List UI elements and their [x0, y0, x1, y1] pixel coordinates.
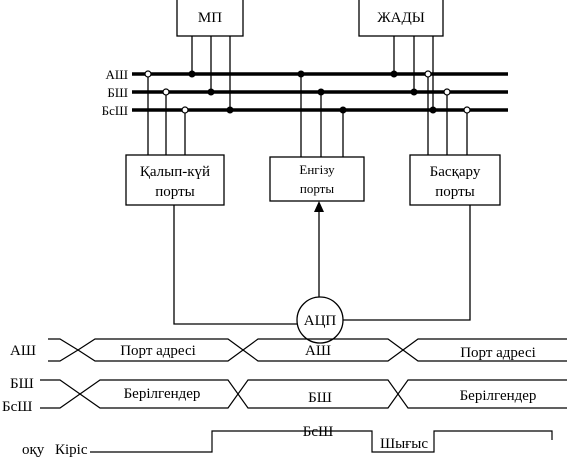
input-port-block: Енгізу порты: [269, 156, 365, 202]
input-port-connections: [297, 70, 347, 157]
timing-data-row: БШ БсШ Берілгендер БШ Берілгендер: [2, 376, 567, 415]
control-port-block: Басқару порты: [409, 154, 501, 206]
status-port-label-line2: порты: [155, 184, 194, 200]
adc-block: АЦП: [296, 296, 344, 344]
timing-data-label-1: БШ: [10, 376, 34, 392]
control-bus-label: БсШ: [102, 103, 128, 118]
timing-data-segment-2: БШ: [308, 390, 332, 406]
control-port-label-line1: Басқару: [430, 164, 481, 180]
timing-address-row: АШ Порт адресі АШ Порт адресі: [10, 338, 567, 362]
timing-data-segment-1: Берілгендер: [124, 386, 201, 402]
timing-control-label-read: оқу: [22, 442, 45, 457]
status-port-label-line1: Қалып-күй: [140, 164, 210, 180]
control-port-connections: [424, 70, 471, 155]
timing-control-row: оқу Кіріс БсШ Шығыс: [22, 424, 553, 457]
mp-block: МП: [176, 0, 244, 37]
timing-data-label-2: БсШ: [2, 399, 32, 415]
control-port-label-line2: порты: [435, 184, 474, 200]
status-port-block: Қалып-күй порты: [125, 154, 225, 206]
address-bus-label: АШ: [105, 67, 128, 82]
timing-control-output-label: Шығыс: [380, 436, 428, 452]
timing-address-label: АШ: [10, 343, 36, 359]
timing-data-segment-3: Берілгендер: [460, 388, 537, 404]
adc-label: АЦП: [304, 313, 337, 329]
input-port-label-line2: порты: [300, 181, 334, 196]
timing-address-segment-3: Порт адресі: [460, 345, 536, 361]
memory-label: ЖАДЫ: [377, 10, 425, 26]
adc-wiring: [173, 201, 471, 325]
timing-address-segment-2: АШ: [305, 343, 331, 359]
mp-label: МП: [198, 10, 222, 26]
adc-to-input-arrow: [314, 201, 324, 212]
input-port-label-line1: Енгізу: [299, 162, 335, 177]
timing-control-label-input: Кіріс: [55, 442, 88, 457]
data-bus-label: БШ: [107, 85, 128, 100]
timing-control-center-label: БсШ: [303, 424, 333, 440]
memory-block: ЖАДЫ: [358, 0, 444, 37]
address-bus: АШ: [105, 67, 508, 82]
timing-address-segment-1: Порт адресі: [120, 343, 196, 359]
control-bus: БсШ: [102, 103, 508, 118]
status-port-connections: [144, 70, 189, 155]
